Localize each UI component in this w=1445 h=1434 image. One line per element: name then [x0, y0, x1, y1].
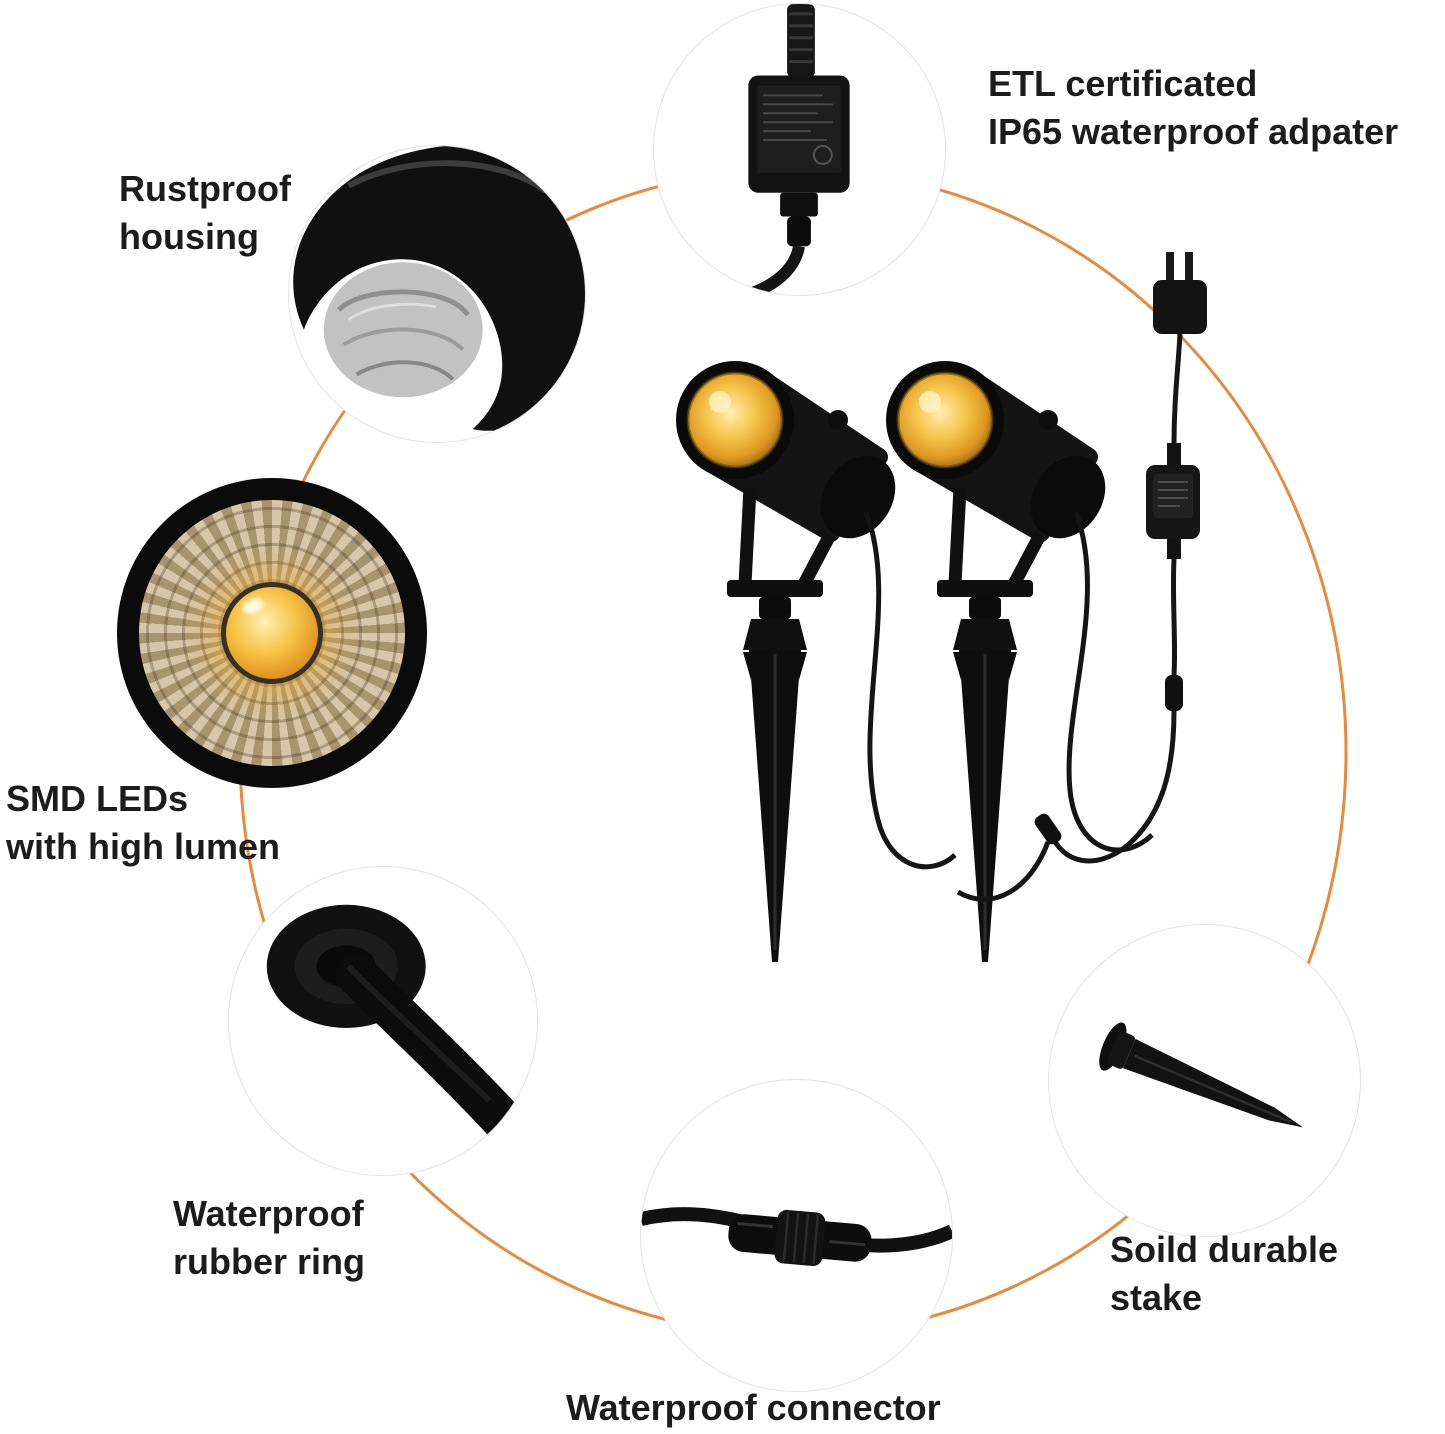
- left-lamp-cable: [863, 511, 957, 870]
- adapter-label: ETL certificated IP65 waterproof adpater: [988, 63, 1399, 152]
- stake-label: Soild durable stake: [1110, 1229, 1339, 1318]
- ground-stake-icon: [1099, 1022, 1304, 1128]
- callout-rubber-ring: [228, 866, 538, 1176]
- led-chip-icon: [221, 582, 323, 684]
- callout-stake: [1048, 924, 1361, 1237]
- connector-label: Waterproof connector: [566, 1387, 941, 1428]
- power-adapter-icon: [747, 4, 850, 295]
- spotlight-right: [886, 361, 1120, 962]
- callout-smd-leds: [117, 478, 427, 788]
- inline-connector-icon: [1034, 813, 1062, 845]
- power-plug-icon: [1153, 280, 1207, 334]
- plug-prong-icon: [1166, 252, 1174, 284]
- product-image: [600, 252, 1207, 1010]
- power-cord: [956, 252, 1207, 902]
- lamp-housing-icon: [293, 146, 585, 431]
- rubber-ring-icon: [266, 904, 531, 1149]
- smd-leds-label: SMD LEDs with high lumen: [6, 778, 280, 867]
- right-lamp-cable: [1066, 511, 1154, 853]
- plug-prong-icon: [1185, 252, 1193, 284]
- cable-connector-icon: [641, 1207, 952, 1267]
- callout-connector: [640, 1079, 953, 1392]
- housing-label: Rustproof housing: [119, 168, 291, 257]
- inline-connector-icon: [1165, 675, 1183, 711]
- callout-housing: [288, 145, 586, 443]
- rubber-ring-label: Waterproof rubber ring: [173, 1193, 366, 1282]
- callout-adapter: [653, 3, 946, 296]
